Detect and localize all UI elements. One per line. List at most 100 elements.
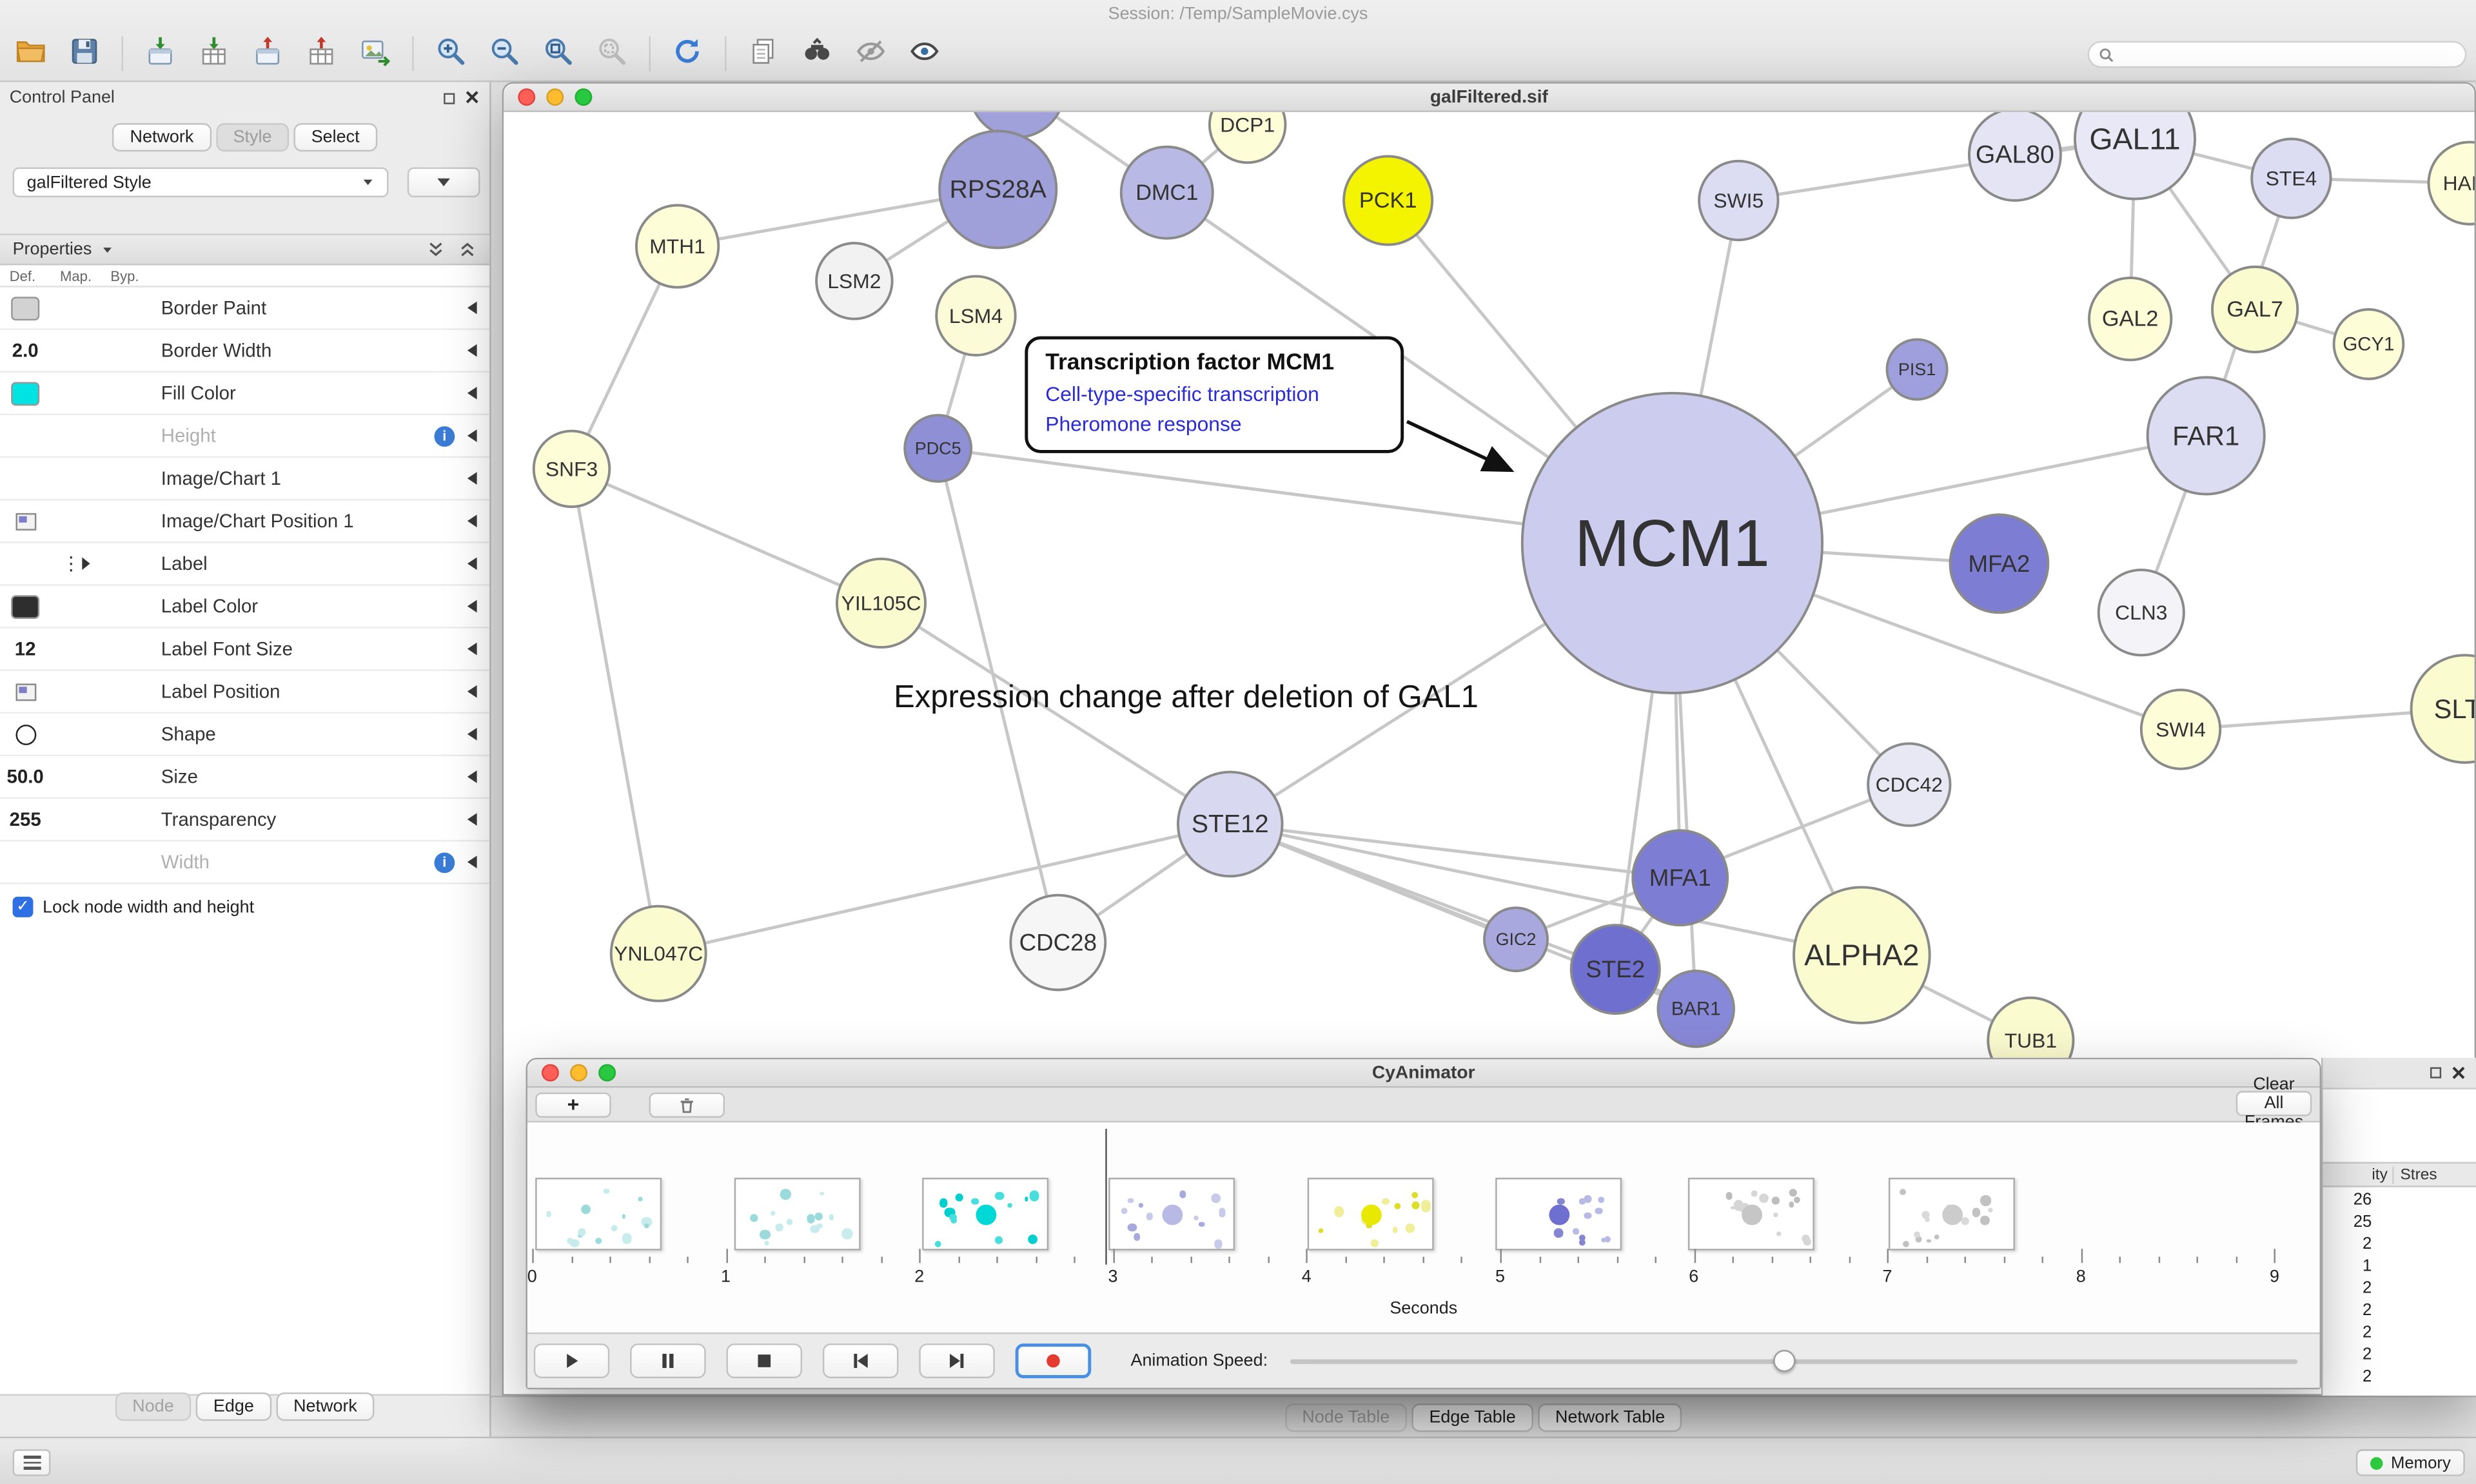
playhead[interactable] xyxy=(1105,1129,1106,1265)
copy-button[interactable] xyxy=(739,32,788,75)
network-edge[interactable] xyxy=(658,824,1230,953)
expand-arrow-icon[interactable] xyxy=(467,643,477,656)
style-property-row[interactable]: Image/Chart Position 1 xyxy=(0,500,489,543)
expand-arrow-icon[interactable] xyxy=(467,387,477,400)
table-row[interactable]: 2 xyxy=(2323,1277,2476,1299)
panel-tab-network[interactable]: Network xyxy=(276,1392,375,1421)
lock-size-checkbox[interactable]: ✓ xyxy=(13,897,34,917)
style-property-row[interactable]: Fill Color xyxy=(0,373,489,415)
default-value-cell[interactable]: 255 xyxy=(0,808,50,830)
expand-arrow-icon[interactable] xyxy=(467,472,477,485)
mapping-cell[interactable]: ⋮ xyxy=(50,554,101,573)
zoom-in-button[interactable] xyxy=(426,32,475,75)
zoom-window-button[interactable] xyxy=(575,88,592,106)
stop-button[interactable] xyxy=(727,1343,803,1378)
expand-arrow-icon[interactable] xyxy=(467,557,477,570)
lock-size-row[interactable]: ✓ Lock node width and height xyxy=(0,884,489,930)
style-property-row[interactable]: Label Position xyxy=(0,671,489,714)
style-options-button[interactable] xyxy=(408,168,480,198)
table-tab-edge-table[interactable]: Edge Table xyxy=(1412,1403,1533,1431)
expand-arrow-icon[interactable] xyxy=(467,685,477,698)
panel-tab-edge[interactable]: Edge xyxy=(196,1392,271,1421)
expand-arrow-icon[interactable] xyxy=(467,302,477,315)
default-value-cell[interactable] xyxy=(0,683,50,700)
column-header[interactable]: ity xyxy=(2323,1166,2393,1184)
tab-style[interactable]: Style xyxy=(216,123,290,151)
frame-thumbnail[interactable] xyxy=(1688,1178,1814,1251)
zoom-out-button[interactable] xyxy=(480,32,529,75)
close-panel-icon[interactable]: ✕ xyxy=(464,88,480,107)
collapse-all-icon[interactable] xyxy=(458,240,477,259)
close-window-button[interactable] xyxy=(518,88,535,106)
info-icon[interactable]: i xyxy=(434,425,455,446)
animation-speed-slider[interactable] xyxy=(1290,1343,2297,1378)
table-row[interactable]: 2 xyxy=(2323,1233,2476,1255)
hide-selected-button[interactable] xyxy=(847,32,896,75)
float-panel-icon[interactable] xyxy=(444,92,455,103)
default-value-cell[interactable] xyxy=(0,381,50,405)
frame-thumbnail[interactable] xyxy=(535,1178,662,1251)
zoom-window-button[interactable] xyxy=(598,1064,616,1082)
style-property-row[interactable]: 50.0Size xyxy=(0,756,489,799)
table-row[interactable]: 2 xyxy=(2323,1365,2476,1387)
default-value-cell[interactable]: 12 xyxy=(0,638,50,659)
table-row[interactable]: 2 xyxy=(2323,1300,2476,1322)
table-tab-node-table[interactable]: Node Table xyxy=(1284,1403,1407,1431)
style-select[interactable]: galFiltered Style xyxy=(13,168,389,198)
frame-thumbnail[interactable] xyxy=(734,1178,861,1251)
expand-arrow-icon[interactable] xyxy=(467,514,477,527)
import-table-button[interactable] xyxy=(190,32,239,75)
annotation-link[interactable]: Pheromone response xyxy=(1045,412,1383,436)
skip-forward-button[interactable] xyxy=(919,1343,995,1378)
table-row[interactable]: 26 xyxy=(2323,1189,2476,1211)
minimize-window-button[interactable] xyxy=(546,88,564,106)
memory-button[interactable]: Memory xyxy=(2356,1449,2465,1476)
clear-all-frames-button[interactable]: Clear All Frames xyxy=(2236,1091,2312,1116)
search-box[interactable] xyxy=(2088,41,2467,68)
expand-all-icon[interactable] xyxy=(426,240,445,259)
default-value-cell[interactable]: 50.0 xyxy=(0,766,50,788)
default-value-cell[interactable] xyxy=(0,724,50,745)
export-table-button[interactable] xyxy=(297,32,346,75)
open-session-button[interactable] xyxy=(6,32,55,75)
network-edge[interactable] xyxy=(572,469,881,603)
default-value-cell[interactable]: 2.0 xyxy=(0,340,50,362)
style-property-row[interactable]: Label Color xyxy=(0,586,489,629)
table-row[interactable]: 1 xyxy=(2323,1255,2476,1277)
zoom-selected-button[interactable] xyxy=(587,32,636,75)
show-all-button[interactable] xyxy=(900,32,949,75)
expand-arrow-icon[interactable] xyxy=(467,429,477,442)
delete-frame-button[interactable] xyxy=(649,1091,725,1117)
info-icon[interactable]: i xyxy=(434,852,455,872)
animator-timeline[interactable]: Seconds 0123456789 xyxy=(527,1122,2320,1333)
expand-arrow-icon[interactable] xyxy=(467,600,477,613)
slider-thumb[interactable] xyxy=(1773,1350,1794,1372)
expand-arrow-icon[interactable] xyxy=(467,344,477,357)
menu-list-button[interactable] xyxy=(13,1449,51,1476)
expand-arrow-icon[interactable] xyxy=(467,855,477,868)
network-edge[interactable] xyxy=(572,469,659,953)
frame-thumbnail[interactable] xyxy=(1889,1178,2015,1251)
expand-arrow-icon[interactable] xyxy=(467,728,477,741)
frame-thumbnail[interactable] xyxy=(1495,1178,1622,1251)
tab-select[interactable]: Select xyxy=(294,123,377,151)
table-row[interactable]: 2 xyxy=(2323,1322,2476,1343)
annotation-box[interactable]: Transcription factor MCM1 Cell-type-spec… xyxy=(1025,337,1404,453)
float-panel-icon[interactable] xyxy=(2430,1068,2441,1079)
style-property-row[interactable]: 255Transparency xyxy=(0,799,489,841)
refresh-layout-button[interactable] xyxy=(663,32,712,75)
frame-thumbnail[interactable] xyxy=(1108,1178,1235,1251)
import-network-button[interactable] xyxy=(136,32,185,75)
default-value-cell[interactable] xyxy=(0,594,50,618)
default-value-cell[interactable] xyxy=(0,296,50,320)
minimize-window-button[interactable] xyxy=(570,1064,587,1082)
style-property-row[interactable]: ⋮Label xyxy=(0,543,489,585)
style-property-row[interactable]: 2.0Border Width xyxy=(0,330,489,373)
annotation-link[interactable]: Cell-type-specific transcription xyxy=(1045,382,1383,406)
close-window-button[interactable] xyxy=(542,1064,559,1082)
expand-arrow-icon[interactable] xyxy=(467,813,477,826)
expand-arrow-icon[interactable] xyxy=(467,770,477,783)
export-image-button[interactable] xyxy=(351,32,400,75)
play-button[interactable] xyxy=(534,1343,610,1378)
network-window-titlebar[interactable]: galFiltered.sif xyxy=(504,84,2474,112)
